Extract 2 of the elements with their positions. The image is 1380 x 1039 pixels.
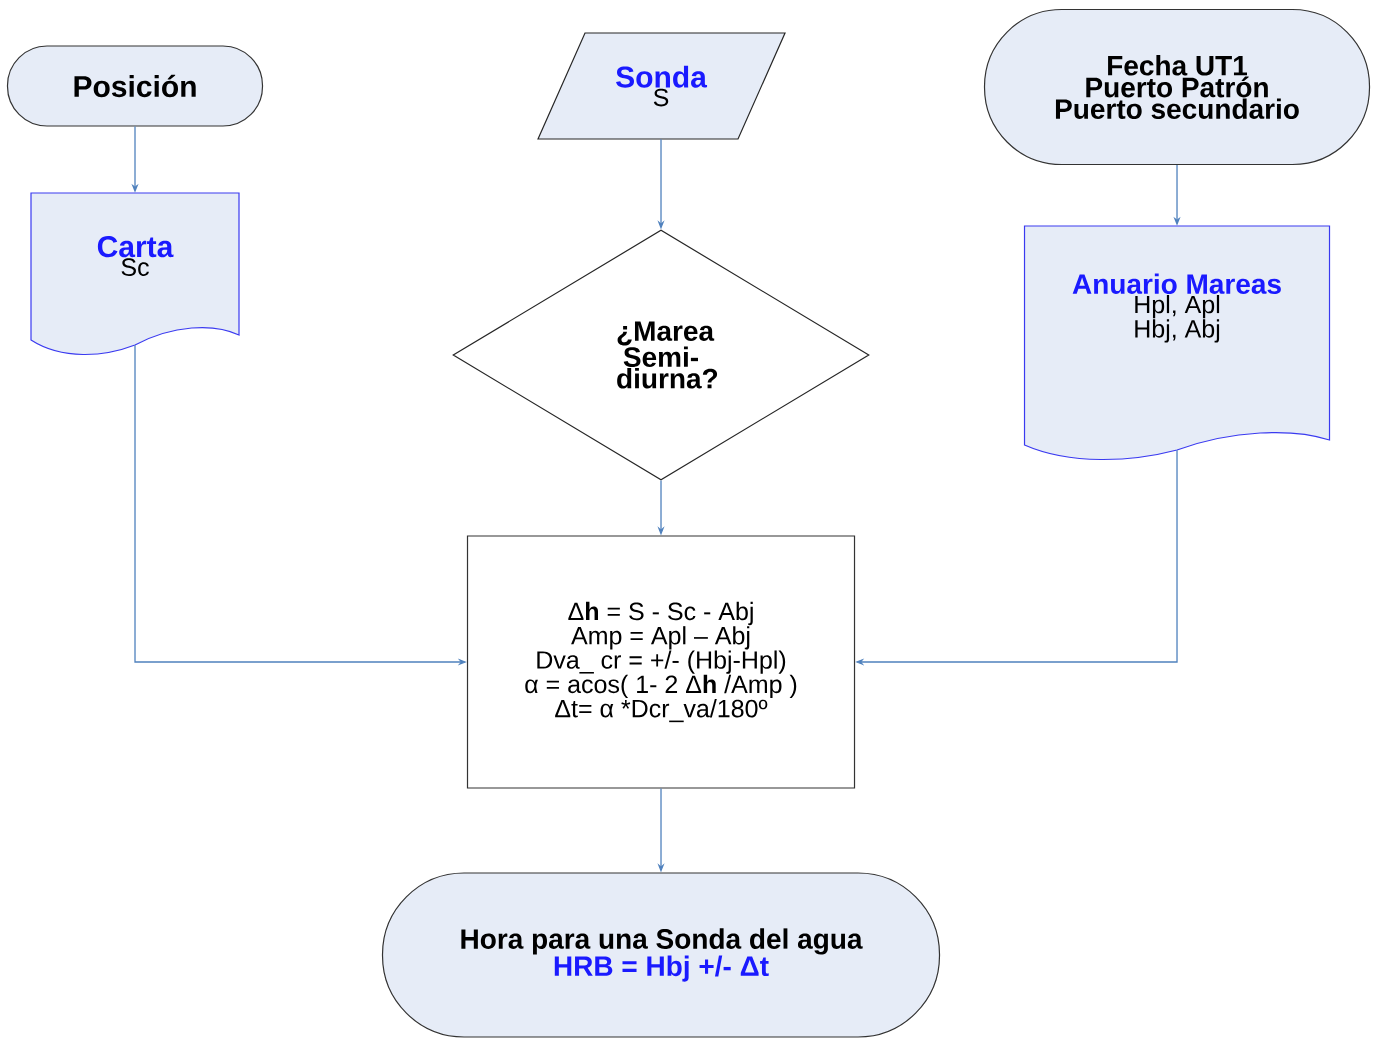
- process-box: Δh = S - Sc - Abj Amp = Apl – Abj Dva_ cr = +/- (Hbj-Hpl) α = acos( 1- 2 Δh /Amp ) Δt= α *Dcr_va/180º: [466, 535, 856, 789]
- input-parallelogram: Sonda S: [537, 32, 786, 140]
